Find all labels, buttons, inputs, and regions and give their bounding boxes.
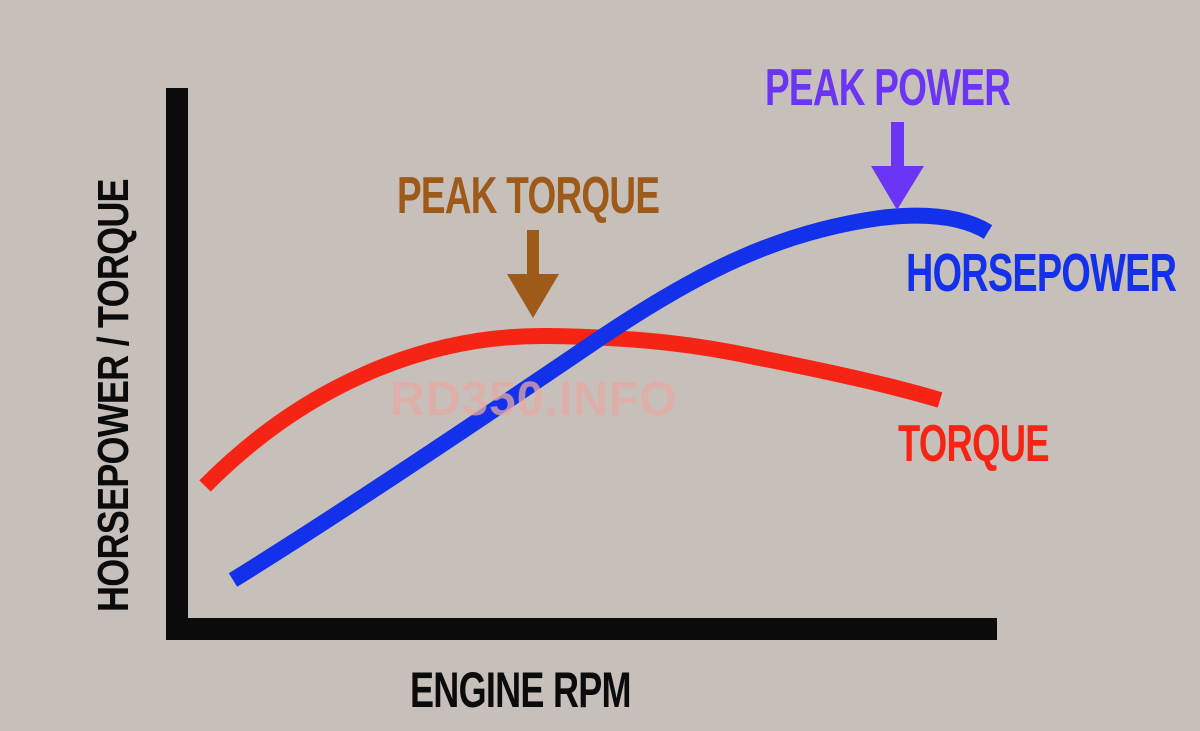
y-axis-line <box>166 88 188 640</box>
y-axis-label: HORSEPOWER / TORQUE <box>89 179 138 612</box>
peak-power-annotation: PEAK POWER <box>765 59 1011 117</box>
x-axis-label: ENGINE RPM <box>410 662 632 718</box>
peak-power-arrow-icon <box>871 122 924 210</box>
torque-curve <box>199 327 943 492</box>
peak-torque-arrow-icon <box>507 230 559 318</box>
watermark: RD350.INFO <box>390 373 678 426</box>
peak-torque-annotation: PEAK TORQUE <box>397 167 660 225</box>
torque-series-label: TORQUE <box>898 415 1050 473</box>
horsepower-curve <box>228 207 993 587</box>
x-axis-line <box>166 618 997 640</box>
horsepower-series-label: HORSEPOWER <box>906 243 1177 303</box>
